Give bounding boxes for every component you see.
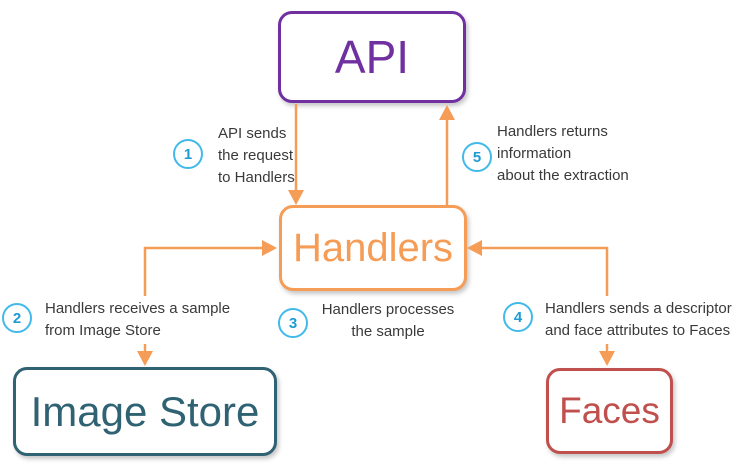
node-handlers: Handlers (279, 205, 467, 291)
step-number-5: 5 (472, 148, 482, 166)
step-number-2: 2 (12, 309, 22, 327)
note-step-5-line: information (497, 145, 572, 162)
node-faces-label: Faces (559, 390, 660, 431)
note-step-3-line: Handlers processes (321, 301, 455, 318)
arrow-handlers-to-api (439, 105, 455, 205)
note-step-1-line: the request (218, 147, 294, 164)
node-handlers-label: Handlers (292, 225, 454, 270)
node-api: API (278, 11, 466, 103)
note-step-1: API sends the request to Handlers (218, 123, 295, 189)
note-step-2: Handlers receives a sample from Image St… (45, 296, 235, 344)
node-api-label: API (334, 31, 410, 83)
node-image-store-label: Image Store (30, 387, 260, 435)
note-step-2-line: from Image Store (45, 322, 161, 339)
step-number-3: 3 (288, 314, 298, 332)
note-step-2-line: Handlers receives a sample (45, 300, 231, 317)
node-faces: Faces (546, 368, 673, 454)
note-step-1-line: API sends (218, 125, 287, 142)
note-step-5: Handlers returns information about the e… (497, 121, 629, 187)
note-step-4-line: Handlers sends a descriptor (545, 300, 732, 317)
step-circle-4: 4 (503, 302, 533, 332)
step-number-4: 4 (513, 308, 523, 326)
step-circle-2: 2 (2, 303, 32, 333)
step-circle-3: 3 (278, 308, 308, 338)
step-circle-1: 1 (173, 139, 203, 169)
note-step-4: Handlers sends a descriptor and face att… (545, 296, 736, 344)
note-step-5-line: about the extraction (497, 167, 629, 184)
step-number-1: 1 (183, 145, 193, 163)
note-step-5-line: Handlers returns (497, 123, 608, 140)
arrow-api-to-handlers (288, 104, 304, 205)
note-step-3: Handlers processes the sample (313, 299, 463, 343)
step-circle-5: 5 (462, 142, 492, 172)
note-step-3-line: the sample (351, 323, 425, 340)
note-step-4-line: and face attributes to Faces (545, 322, 731, 339)
note-step-1-line: to Handlers (218, 169, 295, 186)
node-image-store: Image Store (13, 367, 277, 456)
